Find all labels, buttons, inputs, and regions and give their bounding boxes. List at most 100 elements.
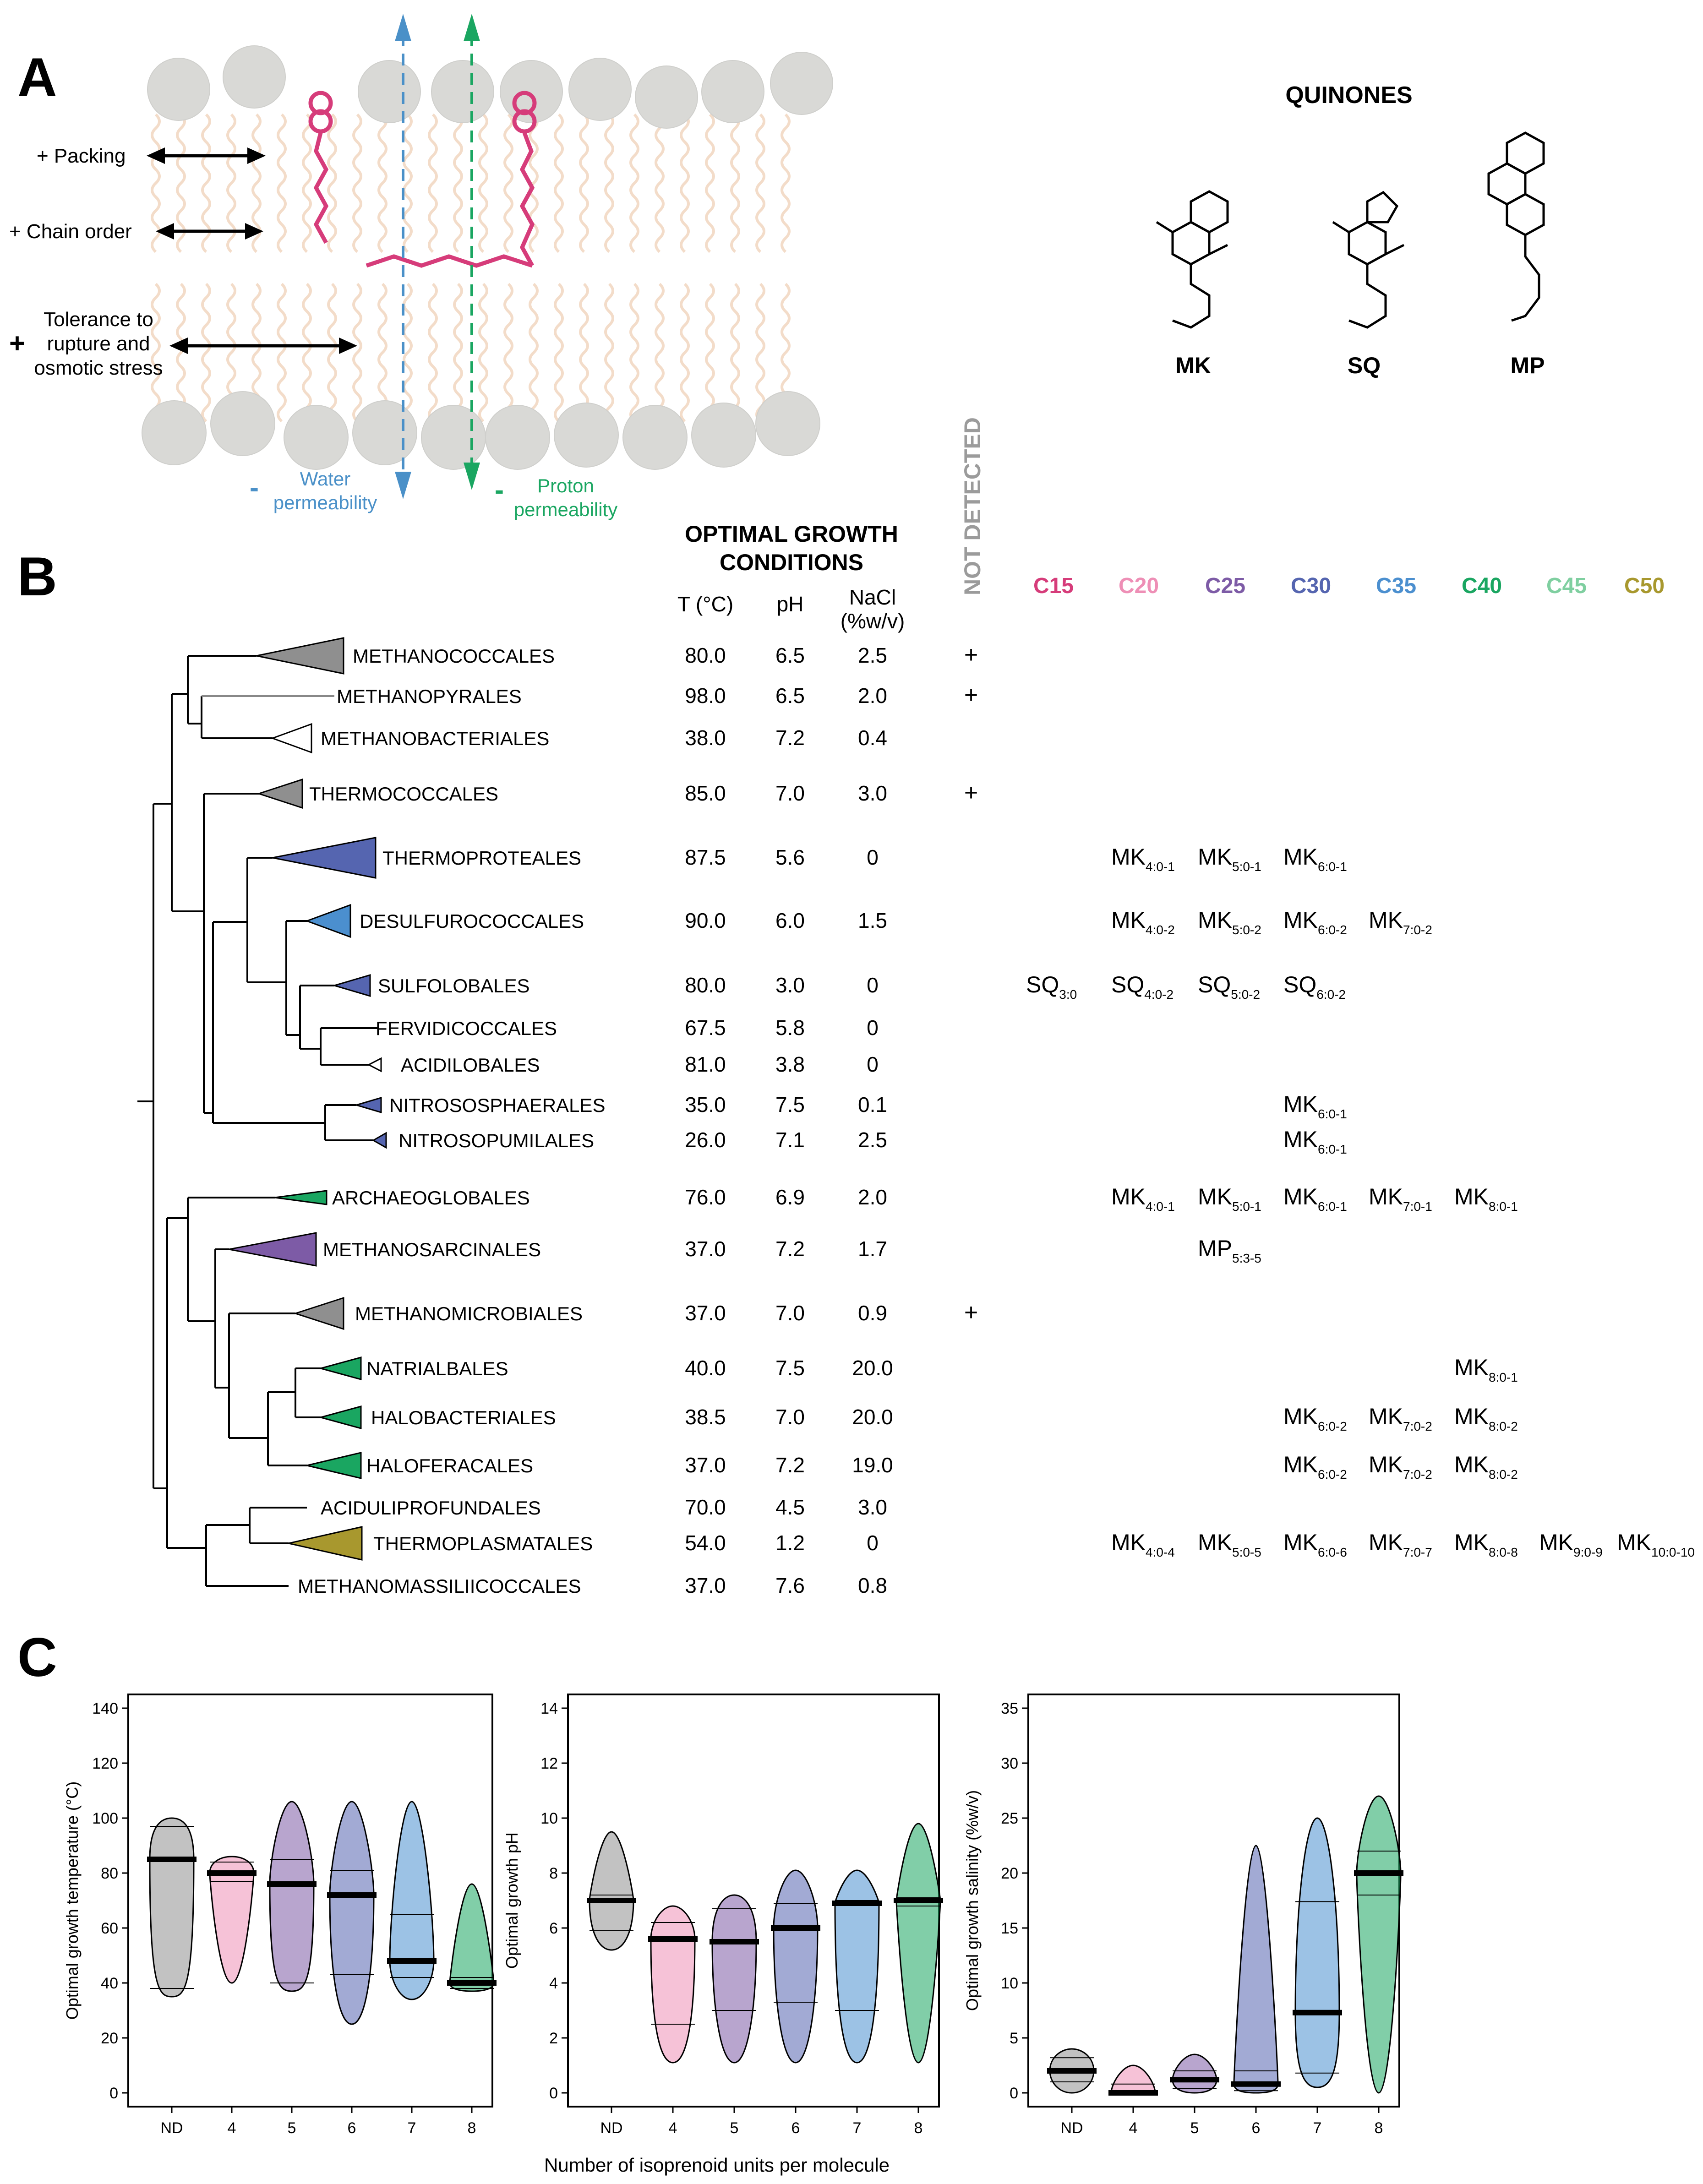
cell-nacl: 2.5 [858,1128,887,1152]
lipid-tail [781,113,791,253]
cell-temperature: 37.0 [685,1574,726,1597]
cell-nacl: 0 [867,845,879,869]
not-detected-mark: + [964,642,978,668]
cell-temperature: 37.0 [685,1301,726,1325]
panel-b-letter: B [17,546,57,607]
cell-nacl: 2.0 [858,1185,887,1209]
quinone-label: SQ5:0-2 [1198,972,1260,1002]
not-detected-mark: + [964,1299,978,1326]
order-name: ACIDILOBALES [401,1054,540,1076]
quinone-label: MK4:0-4 [1111,1530,1175,1559]
cell-temperature: 35.0 [685,1093,726,1117]
y-tick-label: 20 [1001,1865,1018,1882]
cell-temperature: 98.0 [685,684,726,708]
order-name: METHANOMASSILIICOCCALES [298,1575,581,1597]
cell-ph: 7.6 [775,1574,805,1597]
y-tick-label: 80 [101,1865,118,1882]
cell-ph: 6.0 [775,909,805,932]
cell-ph: 7.5 [775,1093,805,1117]
quinone-label: MK7:0-2 [1369,1404,1432,1433]
cell-ph: 3.8 [775,1052,805,1076]
lipid-head [554,403,619,468]
cell-nacl: 0.9 [858,1301,887,1325]
clade-triangle [318,1405,362,1429]
lipid-head [352,400,417,465]
lipid-tail [478,283,488,423]
order-name: HALOBACTERIALES [371,1407,556,1428]
order-name: METHANOSARCINALES [323,1239,541,1260]
clade-triangle [306,1452,362,1479]
cell-ph: 6.5 [775,684,805,708]
cell-ph: 7.0 [775,1405,805,1429]
mk-label: MK [1175,353,1211,378]
cell-temperature: 38.5 [685,1405,726,1429]
water-minus: - [250,472,259,503]
conditions-title-2: CONDITIONS [720,550,863,575]
lipid-head [431,60,494,123]
violin-shape [711,1894,757,2064]
clade-triangle [305,904,351,938]
y-tick-label: 15 [1001,1920,1018,1937]
cell-nacl: 0 [867,1531,879,1555]
quinone-label: MK4:0-1 [1111,844,1175,874]
cell-temperature: 67.5 [685,1016,726,1040]
x-tick-label: 8 [914,2119,923,2137]
lipid-tail [277,113,287,253]
y-tick-label: 10 [1001,1975,1018,1992]
cell-ph: 1.2 [775,1531,805,1555]
lipid-tail [655,283,665,423]
lipid-tail [579,283,589,423]
col-nacl-header-2: (%w/v) [841,609,905,633]
quinone-label: MK8:0-8 [1454,1530,1518,1559]
quinone-label: MK6:0-1 [1283,1184,1347,1214]
cell-nacl: 2.5 [858,643,887,667]
quinone-label: MK8:0-2 [1454,1452,1518,1481]
violin-shape [449,1883,495,1992]
x-tick-label: 6 [1252,2119,1261,2137]
clade-triangle [293,1296,344,1330]
y-tick-label: 40 [101,1975,118,1992]
lipid-head [358,60,421,123]
x-tick-label: 6 [791,2119,800,2137]
clade-triangle [354,1096,382,1114]
violin-shape [895,1823,941,2064]
quinone-label: MK7:0-7 [1369,1530,1432,1559]
chain-order-arrow [156,223,263,240]
cell-temperature: 80.0 [685,643,726,667]
lipid-tail [529,113,539,253]
clade-triangle [318,1356,362,1380]
clade-triangle [332,974,371,997]
order-name: NATRIALBALES [366,1358,508,1379]
chain-header-c20: C20 [1119,574,1159,598]
lipid-head [210,391,275,456]
sq-structure [1332,191,1405,329]
lipid-tail [377,283,388,423]
cell-nacl: 0.8 [858,1574,887,1597]
chain-header-c35: C35 [1376,574,1416,598]
cell-temperature: 76.0 [685,1185,726,1209]
lipid-tail [352,283,362,423]
y-tick-label: 140 [92,1700,118,1717]
panel-c-xlabel: Number of isoprenoid units per molecule [544,2154,890,2176]
quinone-label: MK8:0-1 [1454,1184,1518,1214]
lipid-tail [327,113,337,253]
clade-triangle [371,1132,387,1149]
lipid-head [284,405,349,470]
packing-arrow [147,147,266,164]
x-tick-label: 7 [853,2119,862,2137]
clade-triangle [270,723,312,754]
mp-structure [1487,131,1545,322]
phylogenetic-tree [137,655,378,1587]
cell-temperature: 87.5 [685,845,726,869]
lipid-tail [277,283,287,423]
col-t-header: T (°C) [677,592,733,616]
